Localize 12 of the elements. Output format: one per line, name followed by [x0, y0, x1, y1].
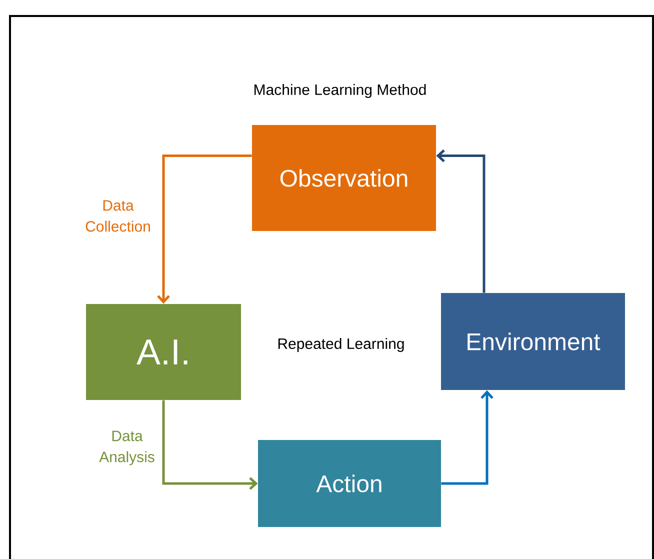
process-box: Environment [441, 293, 625, 390]
arrow [157, 154, 252, 304]
arrow [441, 390, 494, 485]
process-box: A.I. [86, 304, 241, 400]
process-box: Observation [252, 125, 436, 231]
edge-label: Data Analysis [99, 430, 154, 466]
arrow [436, 149, 486, 293]
edge-label: Data Collection [86, 200, 150, 232]
process-box: Action [258, 440, 441, 527]
arrow [162, 400, 258, 490]
title: Machine Learning Method [254, 84, 426, 98]
center-label: Repeated Learning [278, 338, 404, 352]
